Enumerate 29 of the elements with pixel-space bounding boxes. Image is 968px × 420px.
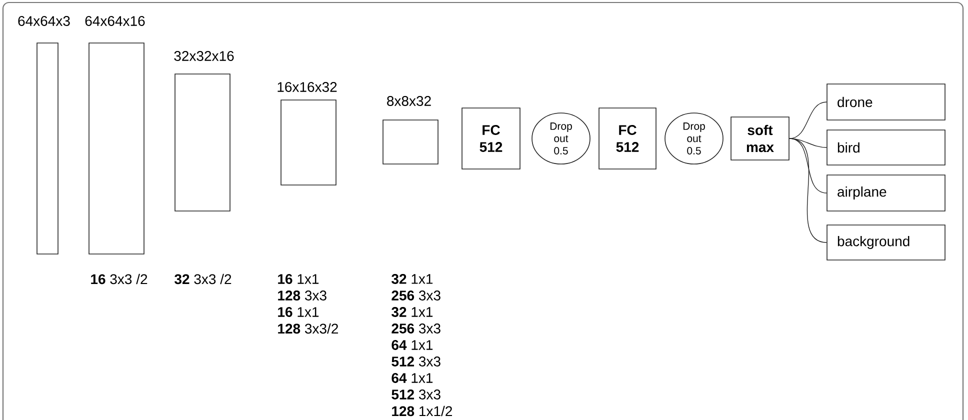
connector — [789, 138, 827, 243]
class-box: bird — [826, 130, 946, 166]
spec-label: 16 3x3 /2 — [91, 274, 148, 284]
size-label: 16x16x32 — [278, 82, 337, 92]
size-label: 64x64x3 — [18, 16, 70, 26]
spec-label: 128 3x3/2 — [278, 323, 338, 334]
fc-box: FC 512 — [462, 108, 520, 170]
spec-label: 16 1x1 — [278, 274, 319, 284]
spec-label: 64 1x1 — [392, 340, 433, 350]
spec-label: 16 1x1 — [278, 307, 319, 317]
spec-label: 256 3x3 — [392, 324, 440, 334]
spec-label: 32 1x1 — [392, 307, 433, 317]
spec-label: 64 1x1 — [392, 373, 433, 383]
softmax-box: soft max — [730, 116, 790, 160]
size-label: 8x8x32 — [387, 96, 431, 106]
class-box: drone — [826, 84, 946, 120]
connector — [789, 102, 827, 139]
size-label: 32x32x16 — [174, 51, 234, 61]
spec-label: 512 3x3 — [392, 390, 440, 400]
size-label: 64x64x16 — [85, 16, 145, 26]
spec-label: 32 1x1 — [392, 274, 433, 284]
class-box: airplane — [826, 174, 946, 212]
spec-label: 128 3x3 — [278, 290, 326, 300]
spec-label: 256 3x3 — [392, 290, 440, 300]
class-box: background — [826, 224, 946, 260]
spec-label: 512 3x3 — [392, 356, 440, 366]
spec-label: 32 3x3 /2 — [174, 274, 232, 284]
spec-label: 128 1x1/2 — [392, 406, 452, 416]
fc-box: FC 512 — [598, 108, 656, 170]
